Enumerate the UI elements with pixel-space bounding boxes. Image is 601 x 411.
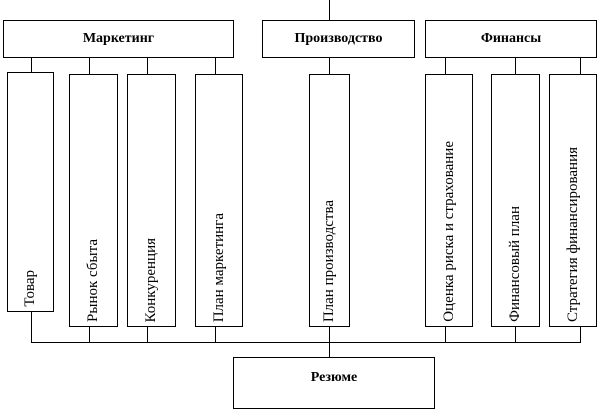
financing-strategy-box: Стратегия финансирования [549,74,597,327]
risk-label: Оценка риска и страхование [440,141,457,322]
market-box: Рынок сбыта [69,74,118,327]
connector [329,326,330,357]
connector [89,326,90,342]
connector [580,326,581,342]
marketing-plan-box: План маркетинга [195,74,243,327]
product-box: Товар [7,72,54,312]
connector [215,326,216,342]
summary-box: Резюме [233,357,435,409]
finance-box: Финансы [425,20,597,58]
bus-line [31,342,581,343]
production-title: Производство [294,31,383,46]
financial-plan-box: Финансовый план [491,74,540,327]
connector [580,57,581,75]
connector [215,57,216,75]
production-box: Производство [262,20,415,58]
production-plan-box: План производства [309,74,350,327]
connector [147,326,148,342]
marketing-plan-label: План маркетинга [210,212,227,322]
connector [445,326,446,342]
summary-title: Резюме [310,370,358,385]
product-label: Товар [22,270,38,307]
connector [31,311,32,342]
connector [89,57,90,75]
connector [147,57,148,75]
marketing-box: Маркетинг [3,20,234,58]
connector [515,57,516,75]
finance-title: Финансы [480,31,542,46]
competition-box: Конкуренция [127,74,176,327]
connector [329,0,330,20]
connector [515,326,516,342]
marketing-title: Маркетинг [82,31,155,46]
production-plan-label: План производства [321,199,337,322]
connector [445,57,446,75]
connector [31,57,32,73]
risk-box: Оценка риска и страхование [425,74,473,327]
financial-plan-label: Финансовый план [507,206,523,322]
connector [329,57,330,75]
financing-strategy-label: Стратегия финансирования [564,147,581,322]
market-label: Рынок сбыта [85,239,101,322]
competition-label: Конкуренция [143,237,159,323]
